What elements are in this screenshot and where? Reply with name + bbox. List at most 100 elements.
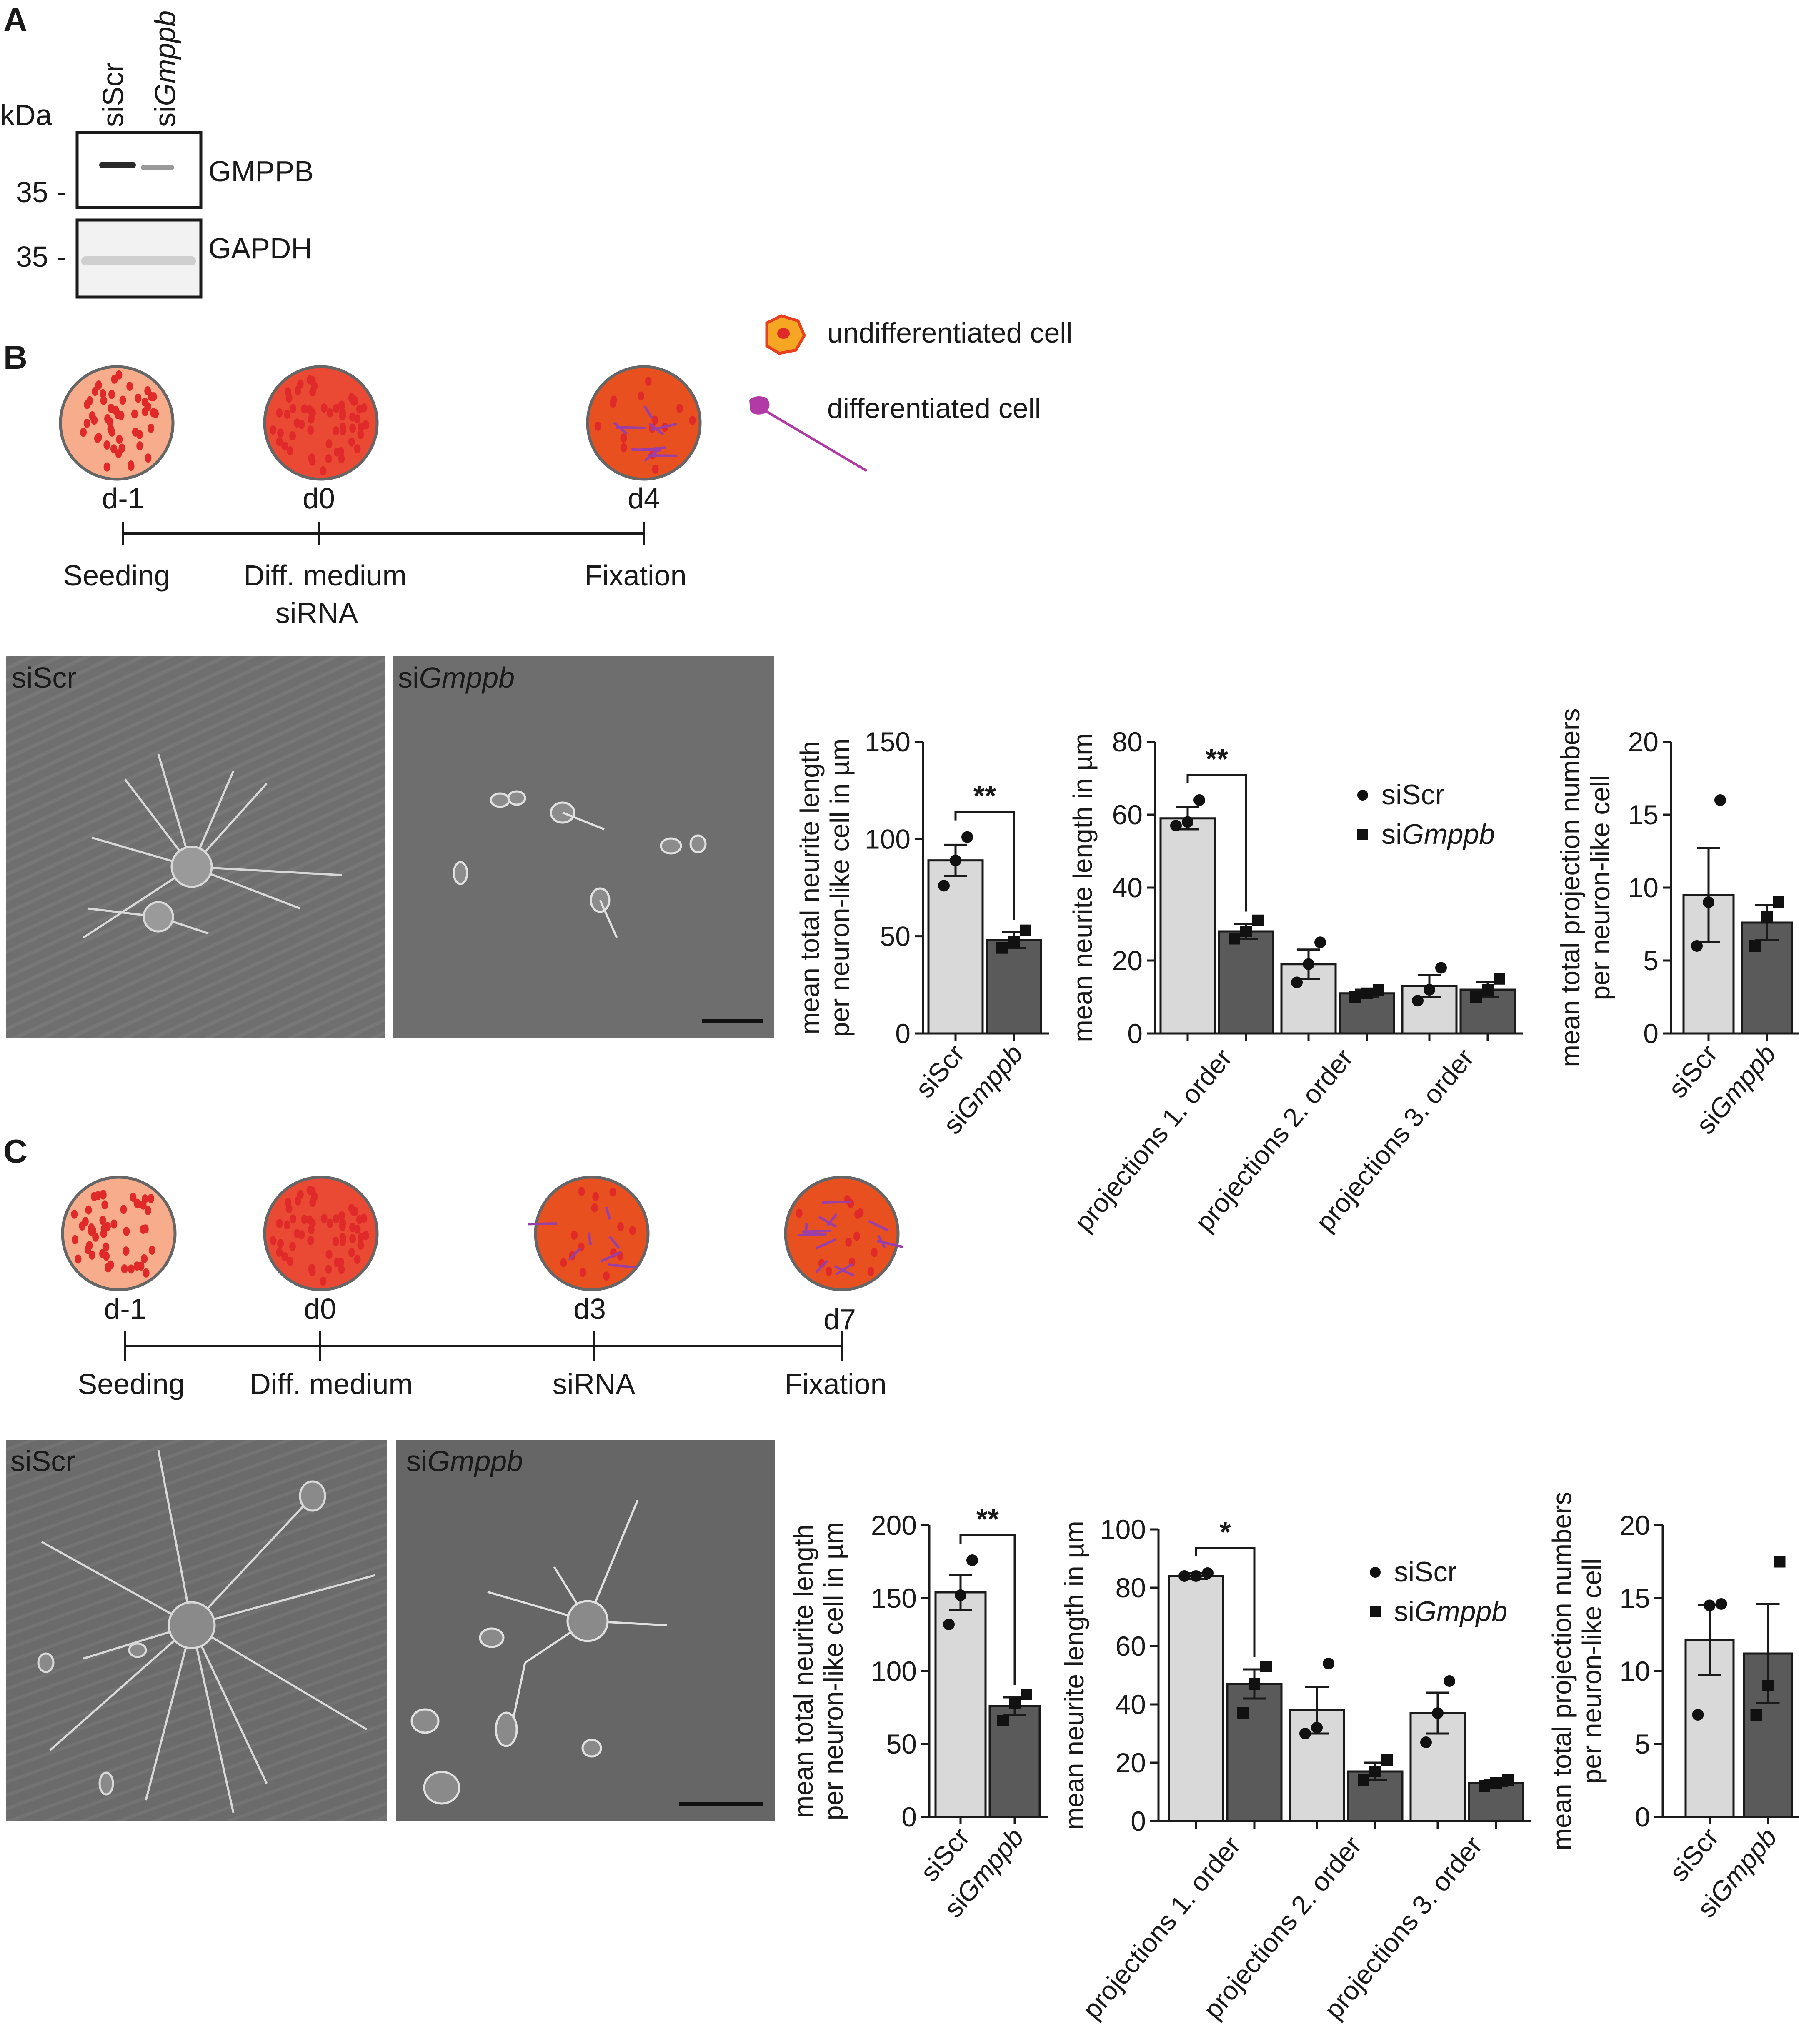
western-blot: kDa siScr siGmppb GMPPB GAPDH 35 - 35 - — [0, 10, 314, 299]
data-point — [1373, 984, 1384, 996]
y-tick-label: 150 — [865, 726, 911, 757]
cell-dot — [71, 1209, 78, 1219]
cell-dot — [126, 382, 133, 391]
cells-scattered — [453, 790, 707, 938]
cell-dot — [92, 387, 99, 396]
cell-dot — [354, 1255, 361, 1264]
cell-dot — [285, 393, 293, 403]
cell-dot — [594, 421, 601, 431]
cell-dot — [306, 375, 313, 385]
data-point — [1750, 1709, 1762, 1721]
significance-bracket — [1186, 774, 1247, 912]
cell-dot — [135, 393, 142, 403]
bar — [1218, 930, 1274, 1035]
cell-dot — [825, 1266, 832, 1276]
cell-dot — [352, 1206, 359, 1216]
data-point — [1190, 1570, 1202, 1582]
y-tick-label: 5 — [1643, 945, 1659, 976]
neurite-mark — [835, 1263, 853, 1276]
cell-dot — [123, 1226, 130, 1236]
cell-dot — [99, 1216, 106, 1225]
significance-label: ** — [1206, 743, 1229, 775]
data-point — [1494, 973, 1505, 985]
cell-dot — [104, 1222, 111, 1231]
neurite-icon — [764, 409, 868, 472]
cell-dot — [136, 441, 143, 451]
cell-dot — [143, 1268, 150, 1278]
cell-dot — [110, 1219, 118, 1229]
y-tick-label: 15 — [1620, 1583, 1650, 1614]
cell-dot — [579, 1268, 586, 1277]
cell-dot — [867, 1267, 874, 1276]
y-axis-label: mean total projection numbersper neuron-… — [1547, 1492, 1607, 1851]
timeline-c: d-1 d0 d3 d7 Seeding Diff. medium siRNA … — [61, 1176, 903, 1400]
cell-dot — [603, 1271, 610, 1281]
day-label: d0 — [303, 482, 335, 515]
cell-dot — [84, 1245, 91, 1254]
scale-bar — [679, 1802, 763, 1806]
cell-dot — [354, 444, 361, 454]
cell-dot — [131, 409, 138, 419]
dish-seeding — [61, 1176, 177, 1291]
cell-dot — [128, 1264, 135, 1274]
cell-dot — [333, 1214, 340, 1224]
cell-dot — [88, 1226, 95, 1236]
bar — [927, 859, 984, 1035]
legend-entry: siScr — [1381, 779, 1444, 811]
lane-label-sigmppb: siGmppb — [149, 10, 181, 127]
cell-dot — [638, 391, 645, 401]
data-point — [1361, 987, 1373, 999]
day-label: d3 — [573, 1293, 606, 1325]
data-point — [943, 1619, 955, 1630]
y-tick-label: 150 — [871, 1583, 917, 1614]
cell-dot — [142, 1224, 149, 1234]
cell-dot — [270, 425, 277, 435]
neurite-mark — [877, 1235, 886, 1248]
cell-dot — [358, 1233, 365, 1242]
data-point — [1502, 1774, 1514, 1786]
data-point — [1420, 1736, 1432, 1748]
day-label: d0 — [304, 1293, 336, 1325]
cell-dot — [325, 439, 333, 449]
marker-35-bottom: 35 - — [16, 240, 66, 273]
y-axis-label: mean total neurite lengthper neuron-like… — [795, 738, 855, 1037]
cell-dot — [123, 1246, 130, 1256]
legend-marker-square — [1357, 829, 1368, 840]
neurite-mark — [600, 1251, 621, 1263]
cell-dot — [148, 1245, 155, 1255]
cell-dot — [578, 1187, 585, 1196]
cell-dot — [140, 1200, 147, 1210]
panel-letter-a: A — [3, 1, 28, 38]
cell-dot — [128, 462, 135, 471]
day-label: d7 — [823, 1303, 856, 1336]
cell-dot — [103, 462, 110, 472]
y-axis-label: mean neurite length in µm — [1068, 733, 1098, 1042]
cell-dot — [276, 1248, 283, 1257]
cell-dot — [285, 1204, 293, 1213]
data-point — [1240, 926, 1252, 937]
y-axis-label: mean neurite length in µm — [1059, 1521, 1089, 1829]
data-point — [938, 880, 950, 892]
neurite-mark — [834, 1265, 855, 1277]
cell-dot — [309, 387, 316, 397]
cell-dot — [94, 1191, 101, 1201]
cell-dot — [287, 1256, 294, 1266]
event-label: siRNA — [553, 1368, 636, 1400]
cell-dot — [325, 454, 332, 463]
y-tick-label: 20 — [1112, 945, 1143, 976]
data-point — [1381, 1754, 1393, 1766]
cell-dot — [99, 389, 106, 398]
cell-dot — [620, 443, 627, 453]
y-tick-label: 0 — [1131, 1806, 1146, 1836]
cell-dot — [103, 440, 110, 450]
panel-letter-c: C — [3, 1133, 28, 1170]
cell-dot — [148, 423, 155, 433]
event-label: Diff. medium — [250, 1368, 413, 1400]
legend-differentiated: differentiated cell — [827, 393, 1041, 424]
cell-dot — [295, 1196, 302, 1206]
cell-dot — [360, 1213, 368, 1223]
cell-dot — [120, 1205, 127, 1214]
